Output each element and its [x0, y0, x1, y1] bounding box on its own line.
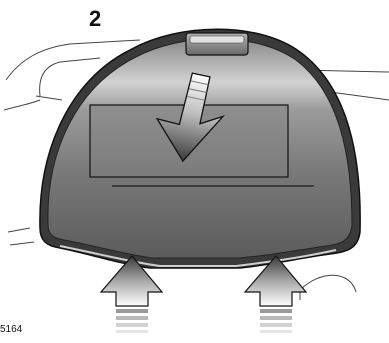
release-tab: [186, 33, 248, 55]
figure-code: 5164: [0, 325, 22, 335]
step-number: 2: [89, 8, 101, 30]
arrow-up-icon-right: [245, 256, 306, 333]
